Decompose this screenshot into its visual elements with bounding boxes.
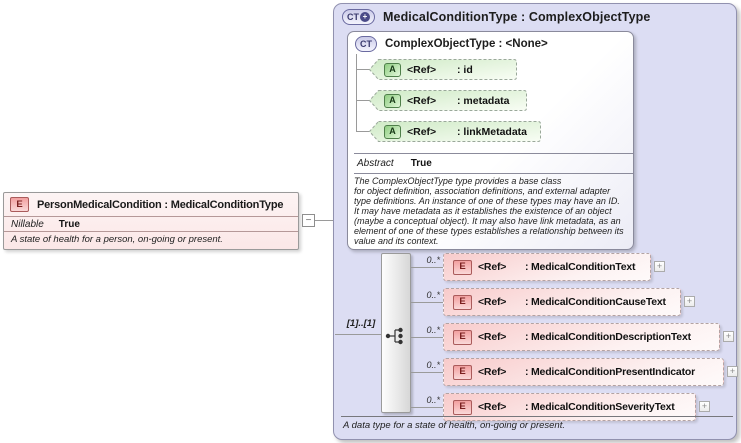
complex-type-icon: CT [355, 36, 377, 52]
attribute-shape [369, 90, 527, 111]
element-icon: E [453, 329, 472, 345]
element-header: E PersonMedicalCondition : MedicalCondit… [4, 193, 298, 216]
attribute-ref: <Ref> [407, 63, 437, 76]
abstract-property-row: Abstract True [354, 153, 633, 174]
occurs-label: 0..* [426, 395, 440, 405]
element-ref: <Ref> [478, 261, 507, 273]
attribute-shape [369, 59, 517, 80]
separator-line [341, 416, 733, 417]
attribute-icon: A [384, 124, 401, 139]
expand-button[interactable]: + [723, 331, 734, 342]
ct-icon-label: CT [347, 11, 359, 22]
element-icon: E [453, 259, 472, 275]
attribute-ref: <Ref> [407, 125, 437, 138]
element-annotation: A state of health for a person, on-going… [11, 234, 223, 245]
branch-line [411, 302, 443, 303]
branch-line [411, 372, 443, 373]
expand-button[interactable]: + [684, 296, 695, 307]
sequence-bar[interactable] [381, 253, 411, 413]
complex-type-global-icon: CT + [342, 9, 375, 25]
nillable-value: True [58, 218, 80, 230]
element-row[interactable]: E <Ref> : MedicalConditionPresentIndicat… [443, 358, 724, 386]
nillable-label: Nillable [11, 218, 44, 230]
attribute-branch-line [356, 100, 369, 101]
element-row[interactable]: E <Ref> : MedicalConditionText [443, 253, 651, 281]
occurs-label: 0..* [426, 360, 440, 370]
collapse-button[interactable]: − [302, 214, 315, 227]
element-property-row: Nillable True [4, 216, 298, 232]
branch-line [411, 337, 443, 338]
type-title: MedicalConditionType : ComplexObjectType [383, 10, 651, 24]
branch-line [411, 407, 443, 408]
element-name: : MedicalConditionCauseText [525, 296, 666, 308]
expand-button[interactable]: + [654, 261, 665, 272]
element-ref: <Ref> [478, 331, 507, 343]
sequence-icon [385, 327, 403, 345]
element-name: : MedicalConditionPresentIndicator [525, 366, 695, 378]
ct-plus-badge: + [360, 12, 370, 22]
occurs-label: 0..* [426, 325, 440, 335]
element-name: : MedicalConditionDescriptionText [525, 331, 691, 343]
branch-line [411, 267, 443, 268]
element-title: PersonMedicalCondition : MedicalConditio… [37, 198, 284, 211]
cardinality-label: [1]..[1] [346, 318, 376, 329]
type-annotation: A data type for a state of health, on-go… [343, 420, 565, 431]
attribute-icon: A [384, 62, 401, 77]
element-ref: <Ref> [478, 401, 507, 413]
attribute-tree-line [356, 54, 357, 132]
expand-button[interactable]: + [727, 366, 738, 377]
element-ref: <Ref> [478, 296, 507, 308]
element-name: : MedicalConditionText [525, 261, 636, 273]
attribute-ref: <Ref> [407, 94, 437, 107]
attribute-row[interactable]: A <Ref> : id [369, 59, 517, 80]
element-icon: E [453, 364, 472, 380]
base-type-annotation: The ComplexObjectType type provides a ba… [354, 176, 624, 246]
element-icon: E [453, 294, 472, 310]
attribute-branch-line [356, 69, 369, 70]
base-type-title: ComplexObjectType : <None> [385, 38, 548, 50]
element-ref: <Ref> [478, 366, 507, 378]
attribute-icon: A [384, 93, 401, 108]
element-box[interactable]: E PersonMedicalCondition : MedicalCondit… [3, 192, 299, 250]
attribute-branch-line [356, 131, 369, 132]
abstract-label: Abstract [357, 158, 394, 169]
occurs-label: 0..* [426, 255, 440, 265]
attribute-shape [369, 121, 541, 142]
sequence-connector-line [335, 334, 381, 335]
element-row[interactable]: E <Ref> : MedicalConditionDescriptionTex… [443, 323, 720, 351]
attribute-row[interactable]: A <Ref> : metadata [369, 90, 527, 111]
attribute-row[interactable]: A <Ref> : linkMetadata [369, 121, 541, 142]
expand-button[interactable]: + [699, 401, 710, 412]
base-type-box[interactable]: CT ComplexObjectType : <None> A <Ref> [347, 31, 634, 250]
abstract-value: True [410, 158, 432, 169]
element-name: : MedicalConditionSeverityText [525, 401, 675, 413]
connector-line [315, 220, 333, 221]
type-box[interactable]: CT + MedicalConditionType : ComplexObjec… [333, 3, 738, 440]
element-row[interactable]: E <Ref> : MedicalConditionCauseText [443, 288, 681, 316]
ct-icon-label: CT [360, 38, 372, 49]
base-type-header: CT ComplexObjectType : <None> [355, 36, 548, 52]
occurs-label: 0..* [426, 290, 440, 300]
attribute-name: : linkMetadata [457, 125, 528, 138]
attribute-name: : metadata [457, 94, 510, 107]
type-header: CT + MedicalConditionType : ComplexObjec… [342, 9, 650, 25]
attribute-name: : id [457, 63, 473, 76]
element-icon: E [453, 399, 472, 415]
element-icon: E [10, 197, 29, 212]
